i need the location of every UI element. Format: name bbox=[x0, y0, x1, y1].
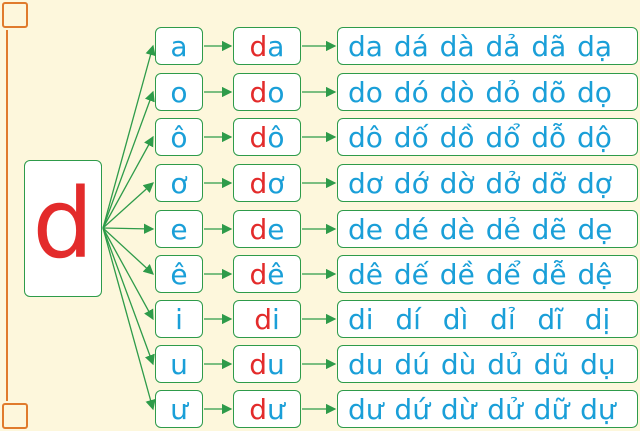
tone-variants-box: de dé dè dẻ dẽ dẹ bbox=[337, 210, 638, 248]
vowel-box: ơ bbox=[155, 164, 203, 202]
vowel-letter: o bbox=[170, 75, 188, 109]
vowel-letter: u bbox=[170, 347, 188, 381]
syllable-consonant: d bbox=[249, 257, 268, 291]
tone-variants-box: do dó dò dỏ dõ dọ bbox=[337, 73, 638, 111]
vowel-box: u bbox=[155, 345, 203, 383]
syllable-rime: ê bbox=[267, 257, 285, 291]
arrow-to-vowel bbox=[102, 227, 154, 275]
syllable-rime: e bbox=[267, 212, 285, 246]
vowel-box: ư bbox=[155, 390, 203, 428]
tone-variants-text: du dú dù dủ dũ dụ bbox=[348, 347, 616, 381]
vowel-box: ô bbox=[155, 118, 203, 156]
arrow-to-vowel bbox=[102, 227, 156, 411]
vowel-box: ê bbox=[155, 255, 203, 293]
frame-corner-decoration bbox=[2, 2, 28, 28]
syllable-consonant: d bbox=[249, 347, 268, 381]
arrow-to-vowel bbox=[102, 135, 154, 229]
tone-variants-text: da dá dà dả dã dạ bbox=[348, 29, 613, 63]
vowel-box: i bbox=[155, 300, 203, 338]
tone-variants-box: dư dứ dừ dử dữ dự bbox=[337, 390, 638, 428]
tone-variants-text: do dó dò dỏ dõ dọ bbox=[348, 75, 612, 109]
tone-variants-text: de dé dè dẻ dẽ dẹ bbox=[348, 212, 613, 246]
syllable-consonant: d bbox=[254, 302, 272, 336]
tone-variants-box: dê dế dề dể dễ dệ bbox=[337, 255, 638, 293]
syllable-consonant: d bbox=[249, 212, 268, 246]
vowel-letter: ô bbox=[170, 120, 188, 154]
tone-variants-text: dư dứ dừ dử dữ dự bbox=[348, 392, 616, 426]
arrow-to-vowel bbox=[102, 223, 155, 235]
vowel-letter: i bbox=[175, 302, 183, 336]
vowel-letter: e bbox=[170, 212, 188, 246]
vowel-box: o bbox=[155, 73, 203, 111]
syllable-rime: ơ bbox=[267, 166, 285, 200]
vowel-letter: a bbox=[170, 29, 188, 63]
arrow-to-vowel bbox=[102, 90, 155, 229]
syllable-rime: ư bbox=[267, 392, 285, 426]
syllable-rime: i bbox=[272, 302, 280, 336]
tone-variants-box: du dú dù dủ dũ dụ bbox=[337, 345, 638, 383]
vowel-letter: ư bbox=[170, 392, 188, 426]
vowel-box: a bbox=[155, 27, 203, 65]
syllable-rime: o bbox=[267, 75, 285, 109]
vowel-letter: ơ bbox=[170, 166, 188, 200]
main-consonant-letter: d bbox=[32, 167, 94, 280]
arrow-to-vowel bbox=[102, 44, 156, 229]
vowel-box: e bbox=[155, 210, 203, 248]
syllable-consonant: d bbox=[249, 120, 268, 154]
syllable-rime: a bbox=[267, 29, 285, 63]
arrow-to-vowel bbox=[102, 227, 155, 366]
syllable-consonant: d bbox=[249, 29, 268, 63]
arrow-to-vowel bbox=[102, 182, 154, 229]
tone-variants-text: dơ dớ dờ dở dỡ dợ bbox=[348, 166, 612, 200]
syllable-consonant: d bbox=[249, 166, 268, 200]
tone-variants-box: dô dố dồ dổ dỗ dộ bbox=[337, 118, 638, 156]
tone-variants-text: di dí dì dỉ dĩ dị bbox=[348, 302, 611, 336]
syllable-consonant: d bbox=[249, 75, 268, 109]
arrow-to-vowel bbox=[102, 227, 154, 321]
vowel-letter: ê bbox=[170, 257, 188, 291]
main-consonant-card: d bbox=[24, 160, 102, 297]
tone-variants-text: dô dố dồ dổ dỗ dộ bbox=[348, 120, 612, 154]
tone-variants-box: dơ dớ dờ dở dỡ dợ bbox=[337, 164, 638, 202]
syllable-rime: ô bbox=[267, 120, 285, 154]
frame-corner-decoration bbox=[2, 403, 28, 429]
tone-variants-box: da dá dà dả dã dạ bbox=[337, 27, 638, 65]
syllable-consonant: d bbox=[249, 392, 268, 426]
tone-variants-box: di dí dì dỉ dĩ dị bbox=[337, 300, 638, 338]
syllable-rime: u bbox=[267, 347, 285, 381]
frame-border-left bbox=[6, 30, 8, 401]
tone-variants-text: dê dế dề dể dễ dệ bbox=[348, 257, 613, 291]
